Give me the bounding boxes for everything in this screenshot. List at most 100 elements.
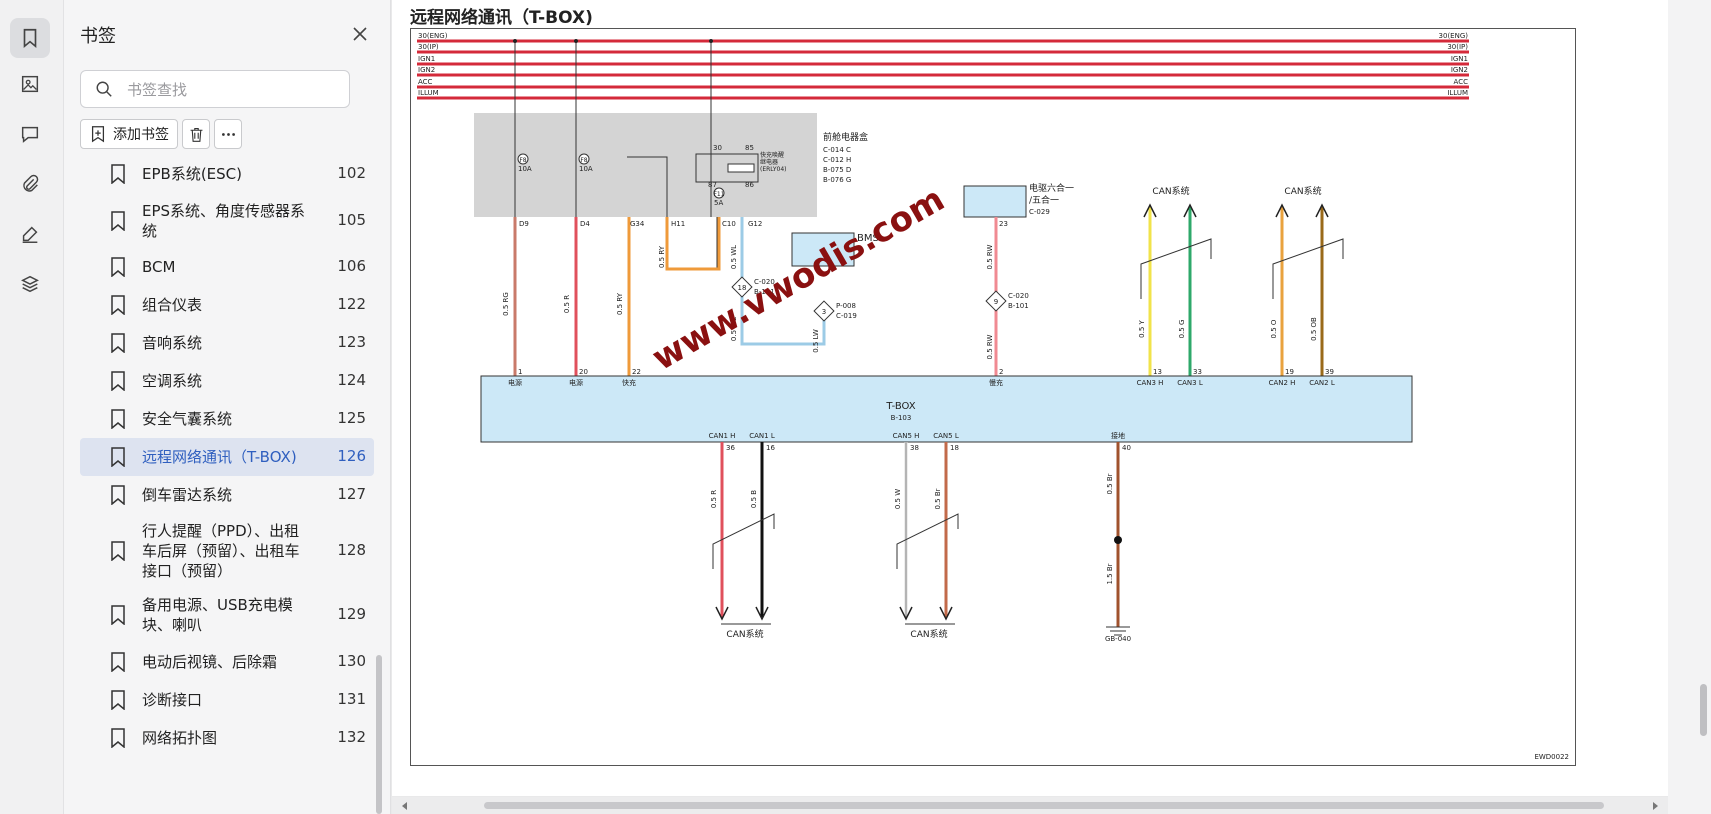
bookmark-label: 安全气囊系统 bbox=[142, 410, 233, 428]
signature-panel-button[interactable] bbox=[10, 214, 50, 254]
motor-pin: 23 bbox=[999, 220, 1008, 228]
panel-scrollbar[interactable] bbox=[376, 655, 382, 814]
can-system-label: CAN系统 bbox=[1284, 185, 1321, 197]
bookmark-icon bbox=[111, 605, 125, 625]
bookmark-item[interactable]: EPB系统(ESC)102 bbox=[80, 155, 374, 193]
relay-pin: 85 bbox=[745, 144, 754, 152]
vertical-scroll-thumb[interactable] bbox=[1700, 684, 1707, 736]
arrow-up-icon bbox=[1143, 203, 1157, 218]
search-input[interactable] bbox=[125, 78, 339, 102]
bookmark-page-number: 106 bbox=[337, 257, 366, 275]
tbox-pin-name: 电源 bbox=[508, 378, 522, 387]
wire-gauge-label: 0.5 W bbox=[894, 489, 902, 509]
arrow-down-icon bbox=[755, 606, 769, 621]
bookmark-label: 行人提醒（PPD）、出租车后屏（预留）、出租车接口（预留） bbox=[142, 521, 300, 580]
wire-gauge-label: 0.5 R bbox=[710, 490, 718, 508]
bookmark-icon bbox=[111, 333, 125, 353]
tbox-pin-name: 接地 bbox=[1111, 431, 1125, 440]
motor-module bbox=[963, 185, 1027, 218]
fuse-pin: D9 bbox=[519, 220, 529, 228]
tbox-pin-number: 16 bbox=[766, 444, 775, 452]
tbox-pin-number: 38 bbox=[910, 444, 919, 452]
add-bookmark-button[interactable]: 添加书签 bbox=[80, 119, 178, 149]
bookmark-item[interactable]: EPS系统、角度传感器系统 105 bbox=[80, 193, 374, 248]
bookmark-panel-button[interactable] bbox=[10, 18, 50, 58]
bookmark-icon bbox=[111, 257, 125, 277]
bookmark-page-number: 123 bbox=[337, 333, 366, 351]
tbox-pin-name: CAN3 L bbox=[1177, 379, 1203, 387]
bookmark-icon bbox=[111, 652, 125, 672]
bms-module bbox=[791, 232, 855, 267]
tbox-pin-name: CAN3 H bbox=[1137, 379, 1164, 387]
twisted-pair-mark bbox=[1272, 238, 1344, 299]
tbox-pin-number: 13 bbox=[1153, 368, 1162, 376]
tbox-pin-number: 39 bbox=[1325, 368, 1334, 376]
bookmark-item[interactable]: 行人提醒（PPD）、出租车后屏（预留）、出租车接口（预留）128 bbox=[80, 514, 374, 587]
bus-label-left: IGN2 bbox=[418, 66, 435, 74]
fuse-rating: 5A bbox=[714, 199, 723, 207]
bookmark-label: 音响系统 bbox=[142, 334, 203, 352]
twisted-pair-mark bbox=[1140, 238, 1212, 299]
bookmark-page-number: 125 bbox=[337, 409, 366, 427]
wire-gauge-label: 0.5 WL bbox=[730, 245, 738, 269]
bookmark-page-number: 105 bbox=[337, 210, 366, 229]
fuse-box-area bbox=[474, 113, 817, 217]
wire-gauge-label: 0.5 OB bbox=[1310, 317, 1318, 341]
document-page: 远程网络通讯（T-BOX) 30(ENG)30(ENG)30(IP)30(IP)… bbox=[392, 0, 1668, 796]
image-icon bbox=[21, 75, 39, 93]
tbox-pin-number: 40 bbox=[1122, 444, 1131, 452]
bookmark-item[interactable]: 远程网络通讯（T-BOX) 126 bbox=[80, 438, 374, 476]
relay-label: (ERLY04) bbox=[760, 166, 787, 173]
tbox-pin-number: 33 bbox=[1193, 368, 1202, 376]
delete-bookmark-button[interactable] bbox=[182, 119, 210, 149]
thumbnail-panel-button[interactable] bbox=[10, 64, 50, 104]
comment-panel-button[interactable] bbox=[10, 114, 50, 154]
bookmark-search-box[interactable] bbox=[80, 70, 350, 108]
layers-panel-button[interactable] bbox=[10, 264, 50, 304]
scroll-right-icon[interactable] bbox=[1650, 801, 1660, 811]
tbox-pin-number: 18 bbox=[950, 444, 959, 452]
tbox-pin-name: 快充 bbox=[622, 378, 636, 387]
bookmark-icon bbox=[111, 409, 125, 429]
fuse-pin: H11 bbox=[671, 220, 685, 228]
bookmark-label: 远程网络通讯（T-BOX) bbox=[142, 448, 297, 466]
more-options-button[interactable] bbox=[214, 119, 242, 149]
bus-label-right: IGN1 bbox=[1451, 55, 1468, 63]
scroll-left-icon[interactable] bbox=[400, 801, 410, 811]
fuse-rating: 10A bbox=[579, 165, 593, 173]
bookmark-label: EPS系统、角度传感器系统 bbox=[142, 201, 306, 240]
horizontal-scrollbar[interactable] bbox=[392, 797, 1668, 814]
add-bookmark-label: 添加书签 bbox=[113, 127, 169, 143]
horizontal-scroll-thumb[interactable] bbox=[484, 802, 1604, 809]
attachment-panel-button[interactable] bbox=[10, 164, 50, 204]
tbox-module bbox=[480, 375, 1413, 443]
vertical-scrollbar[interactable] bbox=[1668, 0, 1711, 814]
bookmark-item[interactable]: 安全气囊系统 125 bbox=[80, 400, 374, 438]
twisted-pair-mark bbox=[896, 513, 959, 569]
can-system-label: CAN系统 bbox=[726, 628, 763, 640]
bookmark-icon bbox=[111, 485, 125, 505]
bookmark-page-number: 126 bbox=[337, 447, 366, 465]
fuse-pin: G12 bbox=[748, 220, 762, 228]
relay-pin: 30 bbox=[713, 144, 722, 152]
splice-ref: C-020 bbox=[754, 278, 775, 286]
bookmark-page-number: 122 bbox=[337, 295, 366, 313]
relay-label: 快充唤醒 bbox=[760, 151, 784, 159]
can-system-label: CAN系统 bbox=[1152, 185, 1189, 197]
bookmark-item[interactable]: 音响系统 123 bbox=[80, 324, 374, 362]
splice-dot bbox=[709, 39, 713, 43]
wire-gauge-label: 0.5 RY bbox=[616, 292, 624, 315]
wire-gauge-label: 0.5 B bbox=[750, 490, 758, 508]
close-icon[interactable] bbox=[350, 24, 370, 44]
